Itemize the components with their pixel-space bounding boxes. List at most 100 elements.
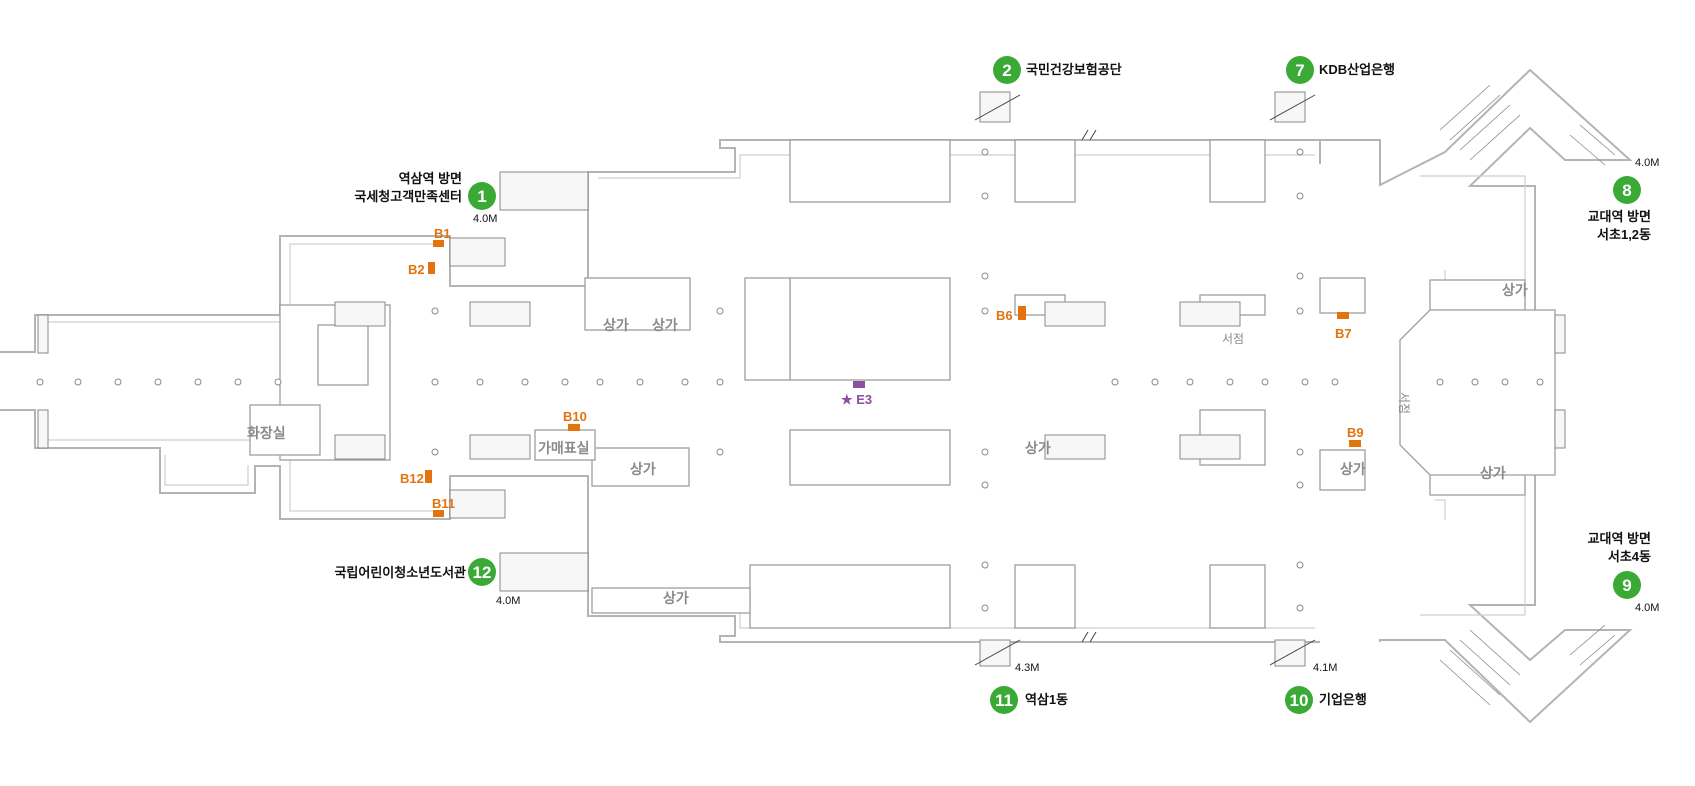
column-dot: [1296, 148, 1304, 156]
svg-text:KDB산업은행: KDB산업은행: [1319, 62, 1395, 77]
column-dot: [114, 378, 122, 386]
column-dot: [154, 378, 162, 386]
svg-text:4.3M: 4.3M: [1015, 662, 1039, 674]
stairs: [334, 84, 1616, 706]
room-labels: 화장실 가매표실 상가 상가 상가 상가 상가 상가 상가 상가 서점 서점: [247, 282, 1528, 606]
column-dot: [431, 307, 439, 315]
svg-text:역삼역 방면: 역삼역 방면: [399, 171, 462, 186]
toilet-label: 화장실: [247, 425, 286, 441]
column-dot: [1151, 378, 1159, 386]
shop-label-7: 상가: [1502, 282, 1528, 298]
marker-b7-label: B7: [1335, 326, 1352, 341]
column-dot: [981, 604, 989, 612]
column-dot: [681, 378, 689, 386]
column-dot: [431, 378, 439, 386]
column-dot: [1296, 448, 1304, 456]
shop-label-3: 상가: [630, 461, 656, 477]
svg-text:역삼1동: 역삼1동: [1025, 692, 1068, 707]
column-dot: [716, 307, 724, 315]
exit-11-badge: [990, 686, 1018, 714]
exit-1: 1 역삼역 방면 국세청고객만족센터 4.0M: [354, 171, 497, 225]
column-dot: [1261, 378, 1269, 386]
column-dot: [596, 378, 604, 386]
marker-b10-label: B10: [563, 409, 587, 424]
exit-12: 12 국립어린이청소년도서관 4.0M: [334, 558, 520, 607]
svg-text:4.0M: 4.0M: [1635, 602, 1659, 614]
svg-text:12: 12: [473, 563, 492, 582]
column-dot: [1296, 604, 1304, 612]
column-dot: [1301, 378, 1309, 386]
exit-8: 4.0M 8 교대역 방면 서초1,2동: [1588, 157, 1660, 242]
column-dot: [1296, 307, 1304, 315]
column-dot: [981, 448, 989, 456]
marker-e3-square: [853, 381, 865, 388]
svg-text:교대역 방면: 교대역 방면: [1588, 531, 1651, 546]
svg-text:11: 11: [995, 691, 1013, 710]
marker-b12-square: [425, 470, 432, 483]
column-dot: [981, 272, 989, 280]
marker-b9-label: B9: [1347, 425, 1364, 440]
svg-text:10: 10: [1290, 691, 1309, 710]
svg-text:서초4동: 서초4동: [1608, 549, 1651, 564]
column-dot: [716, 378, 724, 386]
column-dot: [431, 448, 439, 456]
column-dot: [1436, 378, 1444, 386]
column-dot: [1296, 561, 1304, 569]
column-dot: [1471, 378, 1479, 386]
exit-2: 2 국민건강보험공단: [993, 56, 1122, 84]
column-dot: [981, 481, 989, 489]
column-dot: [476, 378, 484, 386]
column-dot: [981, 307, 989, 315]
exit-9: 교대역 방면 서초4동 9 4.0M: [1588, 531, 1660, 614]
column-dot: [561, 378, 569, 386]
shop-label-6: 상가: [1340, 461, 1366, 477]
column-dot: [74, 378, 82, 386]
column-dot: [1111, 378, 1119, 386]
column-dot: [1296, 272, 1304, 280]
svg-text:7: 7: [1295, 61, 1304, 80]
column-dot: [521, 378, 529, 386]
column-grid: [36, 148, 1544, 612]
column-dot: [36, 378, 44, 386]
left-entrance: [37, 314, 1566, 449]
svg-text:8: 8: [1622, 181, 1631, 200]
exit-7: 7 KDB산업은행: [1286, 56, 1395, 84]
column-dot: [1186, 378, 1194, 386]
column-dot: [981, 192, 989, 200]
marker-b2-label: B2: [408, 262, 425, 277]
ticket-office-label: 가매표실: [538, 440, 590, 456]
column-dot: [981, 148, 989, 156]
exit-1-badge: [468, 182, 496, 210]
column-dot: [981, 561, 989, 569]
column-dot: [636, 378, 644, 386]
exit-11: 4.3M 11 역삼1동: [990, 662, 1068, 714]
marker-b6-label: B6: [996, 308, 1013, 323]
svg-text:기업은행: 기업은행: [1319, 692, 1367, 707]
svg-text:국민건강보험공단: 국민건강보험공단: [1026, 62, 1122, 77]
svg-text:2: 2: [1002, 61, 1011, 80]
column-dot: [1501, 378, 1509, 386]
shop-label-4: 상가: [663, 590, 689, 606]
svg-text:교대역 방면: 교대역 방면: [1588, 209, 1651, 224]
svg-text:국세청고객만족센터: 국세청고객만족센터: [354, 189, 462, 204]
column-dot: [274, 378, 282, 386]
shop-label-8: 상가: [1480, 465, 1506, 481]
bookstore-label-1: 서점: [1222, 332, 1244, 346]
exit-8-badge: [1613, 176, 1641, 204]
column-dot: [1296, 192, 1304, 200]
shop-label-1: 상가: [603, 317, 629, 333]
marker-e3-label: ★ E3: [841, 392, 872, 407]
locker-markers: B1 B2 B6 B7 B9 B10 B11 B12 ★ E3: [400, 226, 1364, 517]
marker-b11-square: [433, 510, 444, 517]
svg-text:4.0M: 4.0M: [1635, 157, 1659, 169]
column-dot: [1226, 378, 1234, 386]
shop-label-2: 상가: [652, 317, 678, 333]
marker-b12-label: B12: [400, 471, 424, 486]
exit-7-badge: [1286, 56, 1314, 84]
svg-text:4.0M: 4.0M: [473, 213, 497, 225]
marker-b2-square: [428, 262, 435, 274]
marker-b10-square: [568, 424, 580, 431]
bookstore-label-2: 서점: [1397, 392, 1411, 414]
svg-text:4.0M: 4.0M: [496, 595, 520, 607]
column-dot: [234, 378, 242, 386]
